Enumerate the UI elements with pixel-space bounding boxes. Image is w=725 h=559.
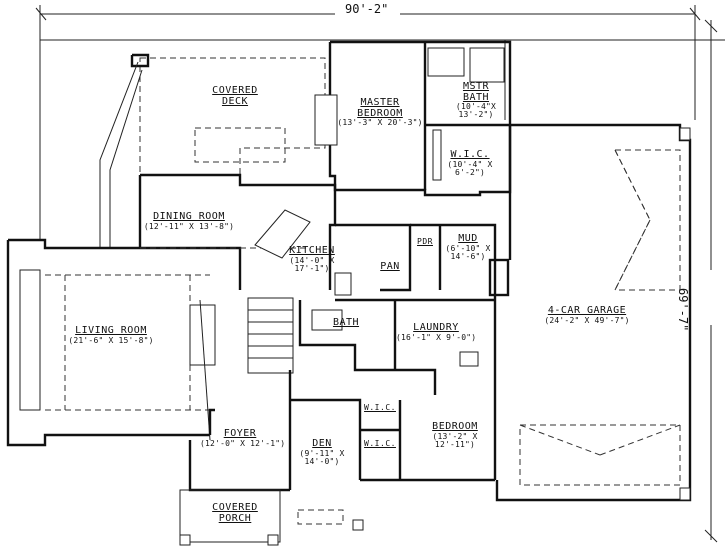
den-size: (9'-11" X 14'-0") [299,448,345,466]
covered-deck-outline [139,57,326,176]
wic-a-name: W.I.C. [364,403,396,412]
overall-depth-label: 69'-7" [676,288,690,332]
bedroom-size: (13'-2" X 12'-11") [432,431,478,449]
dining-room-name: DINING ROOM [153,211,225,222]
kitchen-name: KITCHEN [289,245,335,256]
pdr-name: PDR [417,237,433,246]
covered-porch-name: COVERED PORCH [212,502,258,524]
living-room-label: LIVING ROOM (21'-6" X 15'-8") [65,325,157,345]
kitchen-label: KITCHEN (14'-0" X 17'-1") [282,245,342,273]
foyer-porch-walls [179,408,364,546]
garage-name: 4-CAR GARAGE [547,305,627,316]
dining-room-size: (12'-11" X 13'-8") [143,221,235,231]
garage-walls [495,123,692,502]
garage-size: (24'-2" X 49'-7") [544,315,630,325]
pan-name: PAN [380,261,400,272]
wic-master-name: W.I.C. [450,149,490,160]
mud-name: MUD [458,233,478,244]
pan-label: PAN [375,261,405,273]
mud-label: MUD (6'-10" X 14'-6") [443,233,493,261]
bedroom-wing-walls [288,300,497,490]
overall-width-label: 90'-2" [345,2,389,16]
laundry-label: LAUNDRY (16'-1" X 9'-0") [396,322,477,342]
garage-label: 4-CAR GARAGE (24'-2" X 49'-7") [532,305,642,325]
master-bedroom-size: (13'-3" X 20'-3") [337,118,423,127]
wic-b-label: W.I.C. [362,439,398,448]
foyer-size: (12'-0" X 12'-1") [200,438,286,448]
wic-b-name: W.I.C. [364,439,396,448]
living-room-size: (21'-6" X 15'-8") [68,335,154,345]
den-name: DEN [312,438,332,449]
covered-deck-name: COVERED DECK [212,85,258,107]
wic-master-label: W.I.C. (10'-4" X 6'-2") [440,149,500,177]
pdr-label: PDR [412,237,438,246]
living-room-name: LIVING ROOM [75,325,147,336]
bath-label: BATH [326,317,366,329]
service-walls [335,223,510,302]
main-house-walls [6,173,337,447]
master-bath-name: MSTR BATH [462,81,490,103]
foyer-label: FOYER (12'-0" X 12'-1") [200,428,286,448]
master-bedroom-label: MASTER BEDROOM (13'-3" X 20'-3") [335,97,425,127]
laundry-name: LAUNDRY [413,322,459,333]
dimension-lines [35,5,725,543]
master-bedroom-name: MASTER BEDROOM [357,97,403,119]
laundry-size: (16'-1" X 9'-0") [396,332,477,342]
wic-a-label: W.I.C. [362,403,398,412]
kitchen-fixtures [247,209,352,374]
bath-name: BATH [332,317,360,328]
den-label: DEN (9'-11" X 14'-0") [297,438,347,466]
bedroom-label: BEDROOM (13'-2" X 12'-11") [420,421,490,449]
covered-deck-label: COVERED DECK [200,85,270,107]
bedroom-name: BEDROOM [432,421,478,432]
wic-master-size: (10'-4" X 6'-2") [447,159,493,177]
covered-porch-label: COVERED PORCH [200,502,270,524]
mud-size: (6'-10" X 14'-6") [445,243,491,261]
foyer-name: FOYER [223,428,257,439]
dining-room-label: DINING ROOM (12'-11" X 13'-8") [143,211,235,231]
master-bath-size: (10'-4"X 13'-2") [455,102,497,120]
kitchen-size: (14'-0" X 17'-1") [289,255,335,273]
master-bath-label: MSTR BATH (10'-4"X 13'-2") [446,81,506,120]
master-suite-walls [314,40,512,197]
